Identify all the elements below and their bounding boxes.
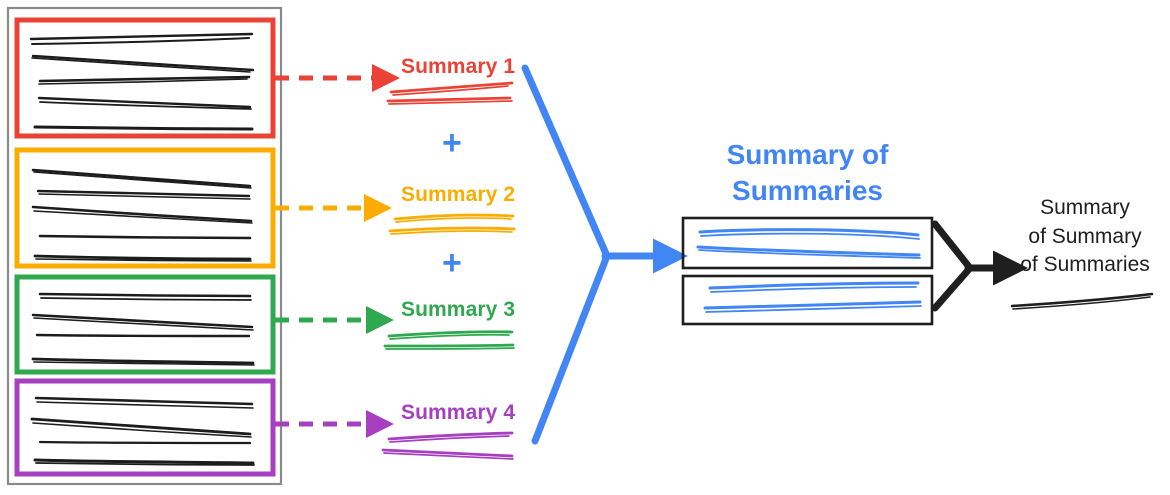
summary-1-scribble (386, 81, 514, 105)
summary-of-summaries-title-line2: Summaries (732, 174, 883, 206)
scribble-lines-group-4 (30, 396, 255, 466)
scribble-lines-group-1 (29, 32, 255, 131)
summary-3-scribble (383, 330, 515, 350)
document-group-3-green (14, 274, 276, 375)
summary-of-summaries-box-2 (681, 274, 934, 326)
scribble-lines-group-2 (31, 168, 253, 262)
final-output-line1: Summary (1040, 196, 1130, 219)
document-group-2-orange (14, 147, 276, 269)
final-output-scribble (1010, 292, 1154, 310)
plus-sign-1: + (442, 124, 462, 162)
blue-merge-arrow (521, 64, 688, 445)
summary-of-summaries-title: Summary of Summaries (683, 137, 932, 209)
summary-1-label: Summary 1 (401, 55, 516, 78)
source-documents-container (6, 6, 283, 486)
final-output-line2: of Summary (1028, 224, 1142, 248)
summary-4-label: Summary 4 (401, 401, 516, 424)
black-merge-arrow (931, 220, 1028, 312)
document-group-1-red (14, 17, 276, 139)
final-output-label: Summary of Summary of Summaries (1005, 194, 1165, 280)
final-output-line3: of Summaries (1020, 253, 1150, 277)
scribble-lines-group-3 (31, 292, 255, 366)
summary-of-summaries-title-line1: Summary of (726, 139, 889, 170)
summary-4-scribble (381, 431, 514, 460)
summary-of-summaries-box-1 (681, 216, 934, 270)
summary-2-label: Summary 2 (401, 183, 516, 206)
plus-sign-2: + (442, 244, 462, 282)
summary-2-scribble (388, 213, 516, 235)
document-group-4-purple (14, 378, 276, 477)
summary-3-label: Summary 3 (401, 298, 516, 321)
